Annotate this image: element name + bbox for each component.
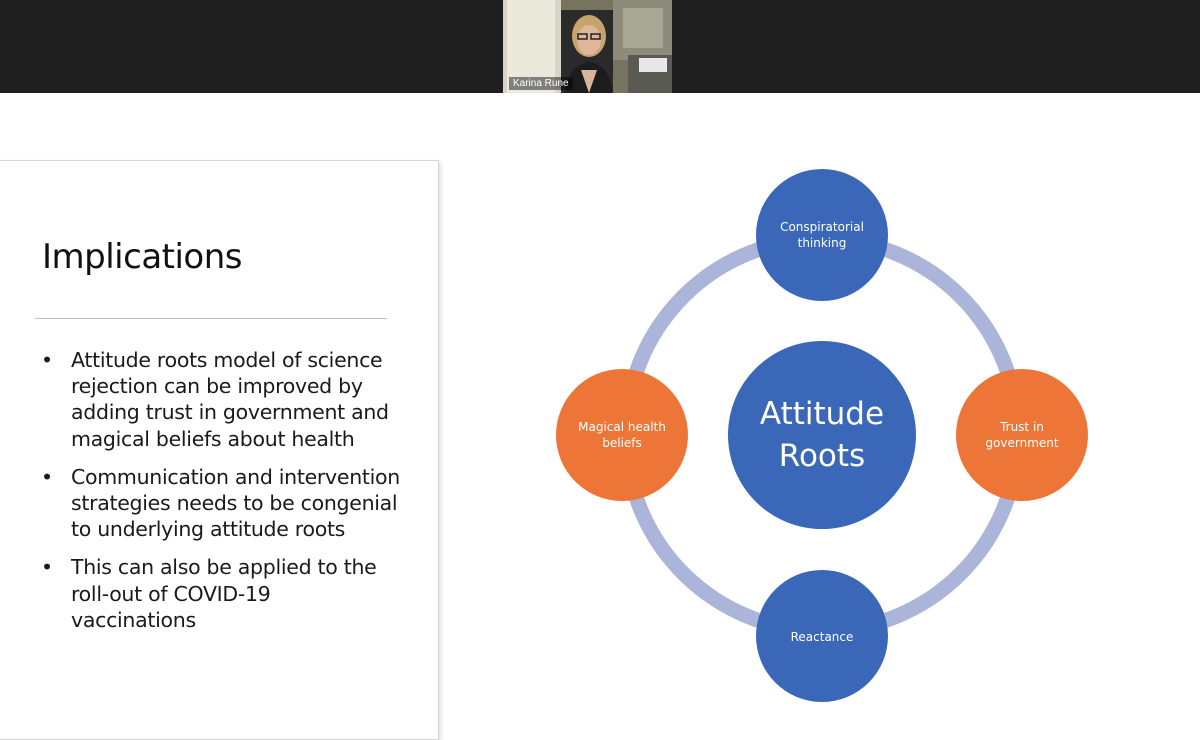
node-top-label: Conspiratorial thinking <box>762 205 882 265</box>
node-left-label-line2: beliefs <box>602 436 642 450</box>
bullet-text: This can also be applied to the roll-out… <box>71 555 377 632</box>
bullet-list: • Attitude roots model of science reject… <box>41 347 401 645</box>
bullet-item: • Attitude roots model of science reject… <box>41 347 401 452</box>
node-left-circle <box>556 369 688 501</box>
node-left-label-line1: Magical health <box>578 420 666 434</box>
presentation-slide: Implications • Attitude roots model of s… <box>0 93 1200 740</box>
node-top-circle <box>756 169 888 301</box>
node-top-label-line1: Conspiratorial <box>780 220 864 234</box>
node-right-label-line2: government <box>985 436 1059 450</box>
node-bottom-label-line1: Reactance <box>790 630 854 644</box>
node-bottom-label: Reactance <box>762 607 882 667</box>
participant-video-tile[interactable]: Karina Rune <box>503 0 672 93</box>
meeting-top-bar: Karina Rune <box>0 0 1200 93</box>
node-right-circle <box>956 369 1088 501</box>
bullet-symbol: • <box>41 348 53 372</box>
participant-name-label: Karina Rune <box>509 77 573 90</box>
node-bottom-circle <box>756 570 888 702</box>
attitude-roots-diagram <box>556 169 1088 702</box>
center-circle <box>728 341 916 529</box>
node-left-label: Magical health beliefs <box>562 405 682 465</box>
bullet-item: • This can also be applied to the roll-o… <box>41 554 401 633</box>
center-label-line2: Roots <box>778 438 866 474</box>
bullet-symbol: • <box>41 555 53 580</box>
node-top-label-line2: thinking <box>797 236 847 250</box>
participant-video-image <box>503 0 672 93</box>
title-divider <box>35 318 387 319</box>
bullet-text: Attitude roots model of science rejectio… <box>71 348 389 451</box>
center-label: Attitude Roots <box>728 373 916 497</box>
slide-text-panel: Implications • Attitude roots model of s… <box>0 160 439 740</box>
node-right-label: Trust in government <box>962 405 1082 465</box>
node-right-label-line1: Trust in <box>1000 420 1044 434</box>
bullet-item: • Communication and intervention strateg… <box>41 464 401 543</box>
bullet-text: Communication and intervention strategie… <box>71 464 400 542</box>
bullet-symbol: • <box>41 464 53 489</box>
center-label-line1: Attitude <box>759 396 885 432</box>
slide-title: Implications <box>42 237 243 277</box>
